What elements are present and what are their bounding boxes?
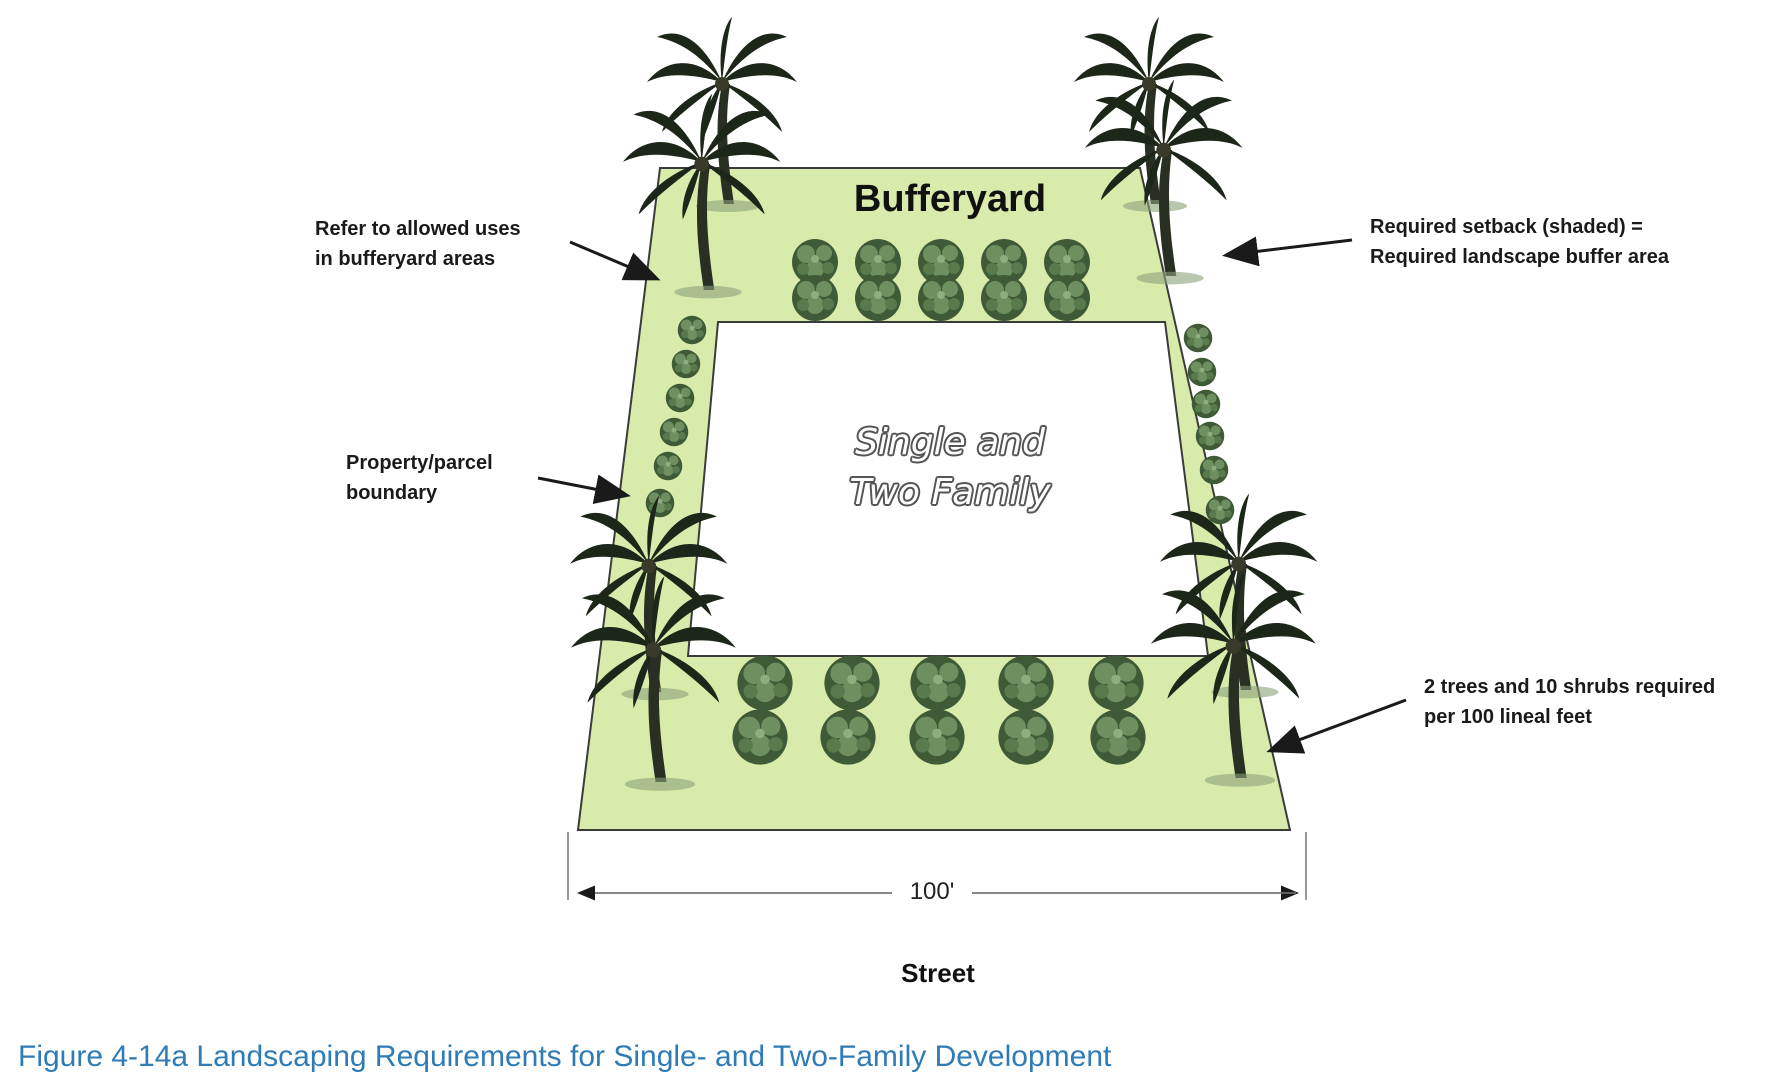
setback-callout: Required setback (shaded) = Required lan… [1370, 216, 1669, 268]
dimension-label: 100' [892, 878, 972, 906]
figure-caption: Figure 4-14a Landscaping Requirements fo… [18, 1040, 1112, 1073]
street-label: Street [901, 958, 975, 988]
trees-shrubs-arrow [1266, 698, 1407, 754]
boundary-arrow [537, 474, 631, 504]
center-label-line-1: Single and [855, 422, 1045, 463]
allowed-uses-callout: Refer to allowed uses in bufferyard area… [315, 218, 521, 270]
trees-shrubs-callout: 2 trees and 10 shrubs required per 100 l… [1424, 676, 1716, 728]
boundary-callout: Property/parcel boundary [346, 452, 493, 504]
bufferyard-title: Bufferyard [853, 178, 1047, 220]
setback-arrow [1222, 236, 1353, 267]
allowed-uses-arrow [569, 240, 661, 281]
center-label: Single and Two Family [720, 418, 1180, 518]
center-label-line-2: Two Family [849, 472, 1051, 513]
